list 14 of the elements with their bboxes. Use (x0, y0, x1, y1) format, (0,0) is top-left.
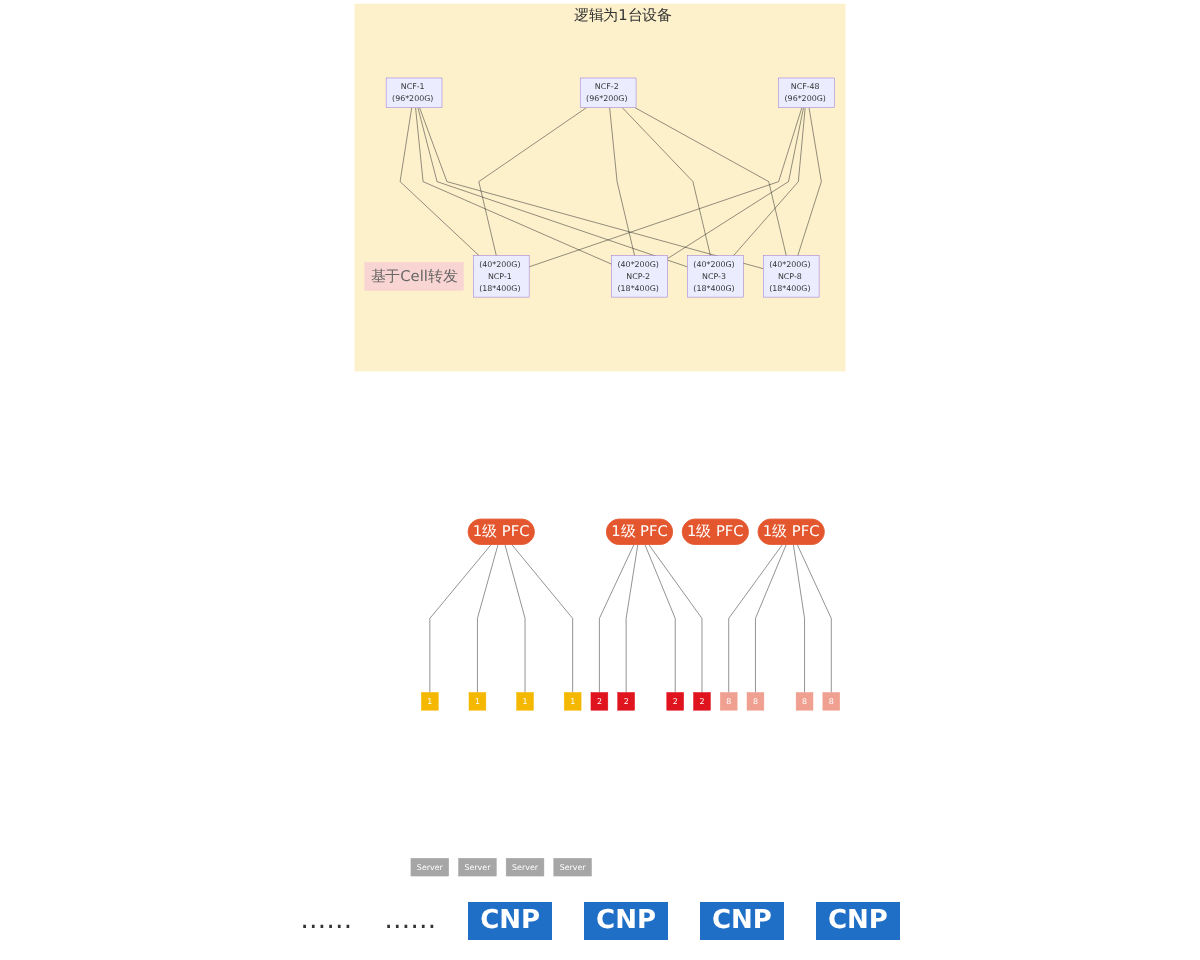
connector (478, 107, 587, 256)
ellipsis-text: …… (300, 905, 353, 935)
arrow-label: CNP (815, 901, 900, 939)
connector (417, 107, 688, 268)
connector (667, 107, 804, 259)
arrow-label: CNP (468, 901, 553, 939)
arrow-label: CNP (700, 901, 784, 939)
connector (528, 107, 803, 268)
arrow-label: CNP (584, 901, 668, 939)
ellipsis-text: …… (384, 905, 437, 935)
connector (419, 107, 764, 269)
connector (609, 107, 635, 256)
connector (622, 107, 711, 256)
connector (634, 107, 787, 256)
